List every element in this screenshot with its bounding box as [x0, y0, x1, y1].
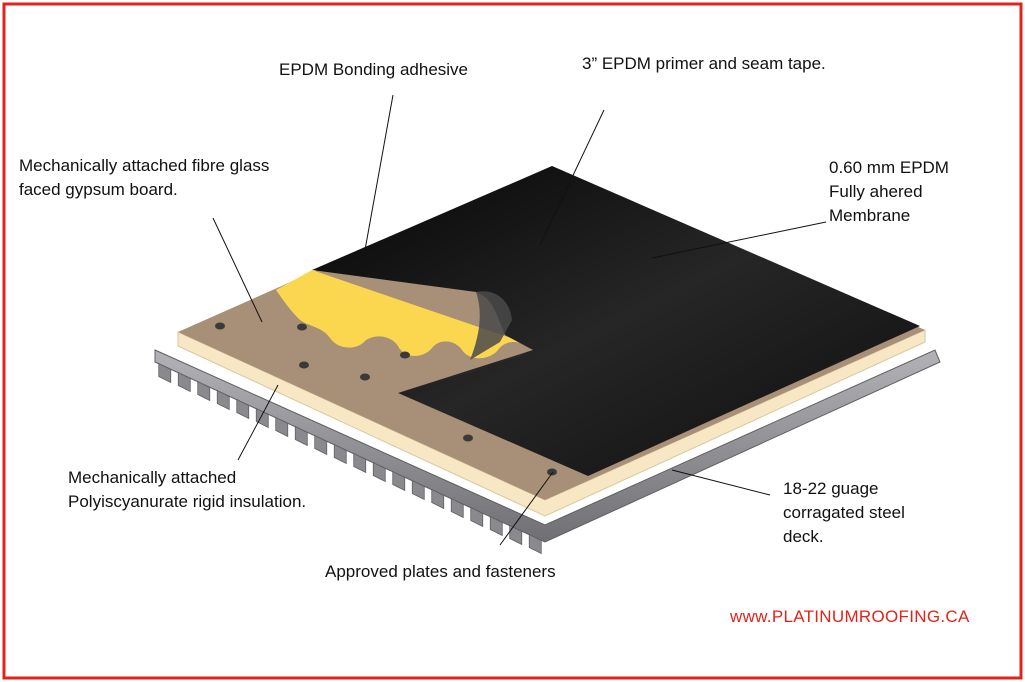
- label-gypsum-board: Mechanically attached fibre glass faced …: [19, 156, 270, 199]
- deck-rib: [158, 362, 172, 384]
- bonding-adhesive: [276, 270, 540, 359]
- label-insulation: Mechanically attached Polyiscyanurate ri…: [68, 468, 307, 511]
- fastener: [360, 373, 370, 381]
- deck-rib: [216, 389, 230, 411]
- deck-rib: [294, 425, 308, 447]
- leader-steel-deck: [671, 469, 771, 496]
- deck-rib: [528, 533, 542, 555]
- membrane-fold: [470, 291, 512, 360]
- label-steel-deck: 18-22 guage corragated steel deck.: [783, 479, 905, 546]
- deck-rib: [470, 506, 484, 528]
- leader-insulation: [237, 384, 279, 461]
- label-primer-seam-tape: 3” EPDM primer and seam tape.: [582, 54, 826, 73]
- leader-lines: [212, 94, 827, 546]
- deck-rib: [236, 398, 250, 420]
- leader-gypsum-board: [212, 217, 263, 323]
- deck-rib: [372, 461, 386, 483]
- deck-rib: [333, 443, 347, 465]
- leader-primer-seam-tape: [539, 109, 605, 246]
- leader-bonding-adhesive: [364, 94, 394, 251]
- fastener: [299, 361, 309, 369]
- label-membrane: 0.60 mm EPDM Fully ahered Membrane: [829, 158, 949, 225]
- fastener: [297, 323, 307, 331]
- deck-rib: [197, 380, 211, 402]
- steel-deck: [154, 349, 941, 555]
- deck-rib: [177, 371, 191, 393]
- fastener: [463, 434, 473, 442]
- fasteners: [215, 322, 557, 476]
- fastener: [400, 351, 410, 359]
- deck-rib: [314, 434, 328, 456]
- deck-rib: [392, 470, 406, 492]
- website-link[interactable]: www.PLATINUMROOFING.CA: [730, 607, 970, 626]
- epdm-membrane: [312, 166, 920, 476]
- deck-rib: [275, 416, 289, 438]
- deck-rib: [255, 407, 269, 429]
- deck-rib: [353, 452, 367, 474]
- fastener: [215, 322, 225, 330]
- label-fasteners: Approved plates and fasteners: [325, 562, 556, 581]
- leader-membrane: [651, 221, 827, 259]
- label-bonding-adhesive: EPDM Bonding adhesive: [279, 60, 469, 79]
- deck-rib: [509, 524, 523, 546]
- deck-rib: [431, 488, 445, 510]
- fastener: [547, 468, 557, 476]
- deck-rib: [411, 479, 425, 501]
- deck-ribs: [158, 362, 542, 555]
- leader-fasteners: [499, 471, 554, 546]
- deck-rib: [450, 497, 464, 519]
- deck-rib: [489, 515, 503, 537]
